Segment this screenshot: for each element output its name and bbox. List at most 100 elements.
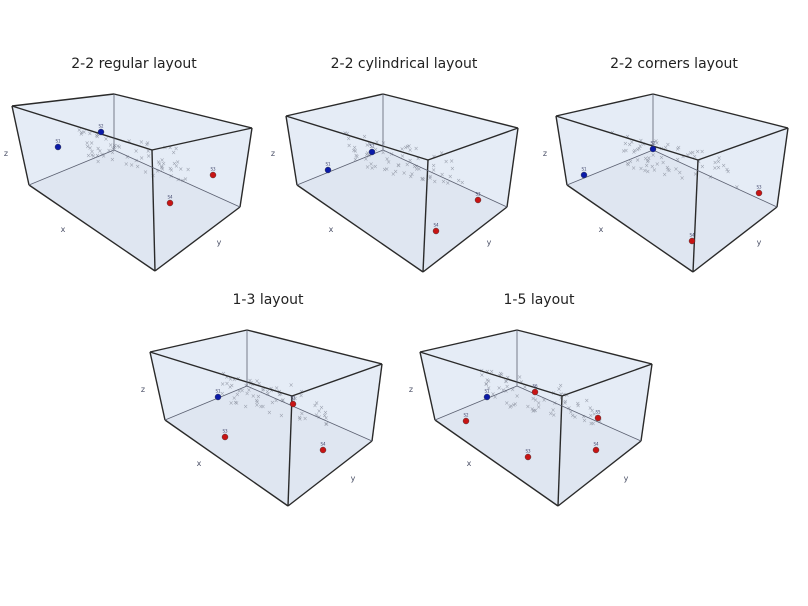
grid-x-mark: × [322,413,327,420]
data-point-s3 [474,196,482,204]
box-edge [382,149,508,208]
grid-x-mark: × [416,156,421,163]
grid-x-mark: × [95,131,100,138]
grid-x-mark: × [642,168,647,175]
grid-x-mark: × [409,171,414,178]
grid-x-mark: × [584,398,589,405]
grid-x-mark: × [373,164,378,171]
data-point-label: S1 [581,167,587,172]
grid-x-mark: × [270,400,275,407]
grid-x-mark: × [566,405,571,412]
grid-x-mark: × [134,157,139,164]
data-point-label: S4 [689,233,695,238]
grid-x-mark: × [278,391,283,398]
grid-x-mark: × [591,420,596,427]
grid-x-mark: × [297,416,302,423]
grid-x-mark: × [365,164,370,171]
grid-x-mark: × [229,400,234,407]
grid-x-mark: × [400,153,405,160]
grid-x-mark: × [536,404,541,411]
grid-x-mark: × [82,129,87,136]
grid-x-mark: × [700,149,705,156]
grid-x-mark: × [370,165,375,172]
grid-x-mark: × [323,410,328,417]
grid-x-mark: × [396,162,401,169]
data-point-s2 [368,148,376,156]
grid-x-mark: × [431,167,436,174]
grid-x-mark: × [176,177,181,184]
data-point-s1 [483,393,491,401]
box-edge [419,329,518,353]
box-edge [239,127,253,208]
grid-x-mark: × [570,412,575,419]
grid-x-mark: × [645,169,650,176]
grid-x-mark: × [448,174,453,181]
box-edge [566,149,654,186]
grid-x-mark: × [247,377,252,384]
grid-x-mark: × [127,138,132,145]
back-pane-left [286,94,383,185]
grid-x-mark: × [299,410,304,417]
grid-x-mark: × [515,393,520,400]
grid-x-mark: × [441,179,446,186]
chart-panel-5: 1-5 layout××××××××××××××××××××××××××××××… [409,292,653,507]
data-point-label: S2 [463,413,469,418]
grid-x-mark: × [255,399,260,406]
grid-x-mark: × [517,374,522,381]
grid-marks: ××××××××××××××××××××××××××××××××××××××××… [220,371,329,428]
grid-x-mark: × [693,171,698,178]
grid-x-mark: × [157,161,162,168]
data-point-s1 [580,171,588,179]
back-pane-left [556,94,653,185]
grid-x-mark: × [440,172,445,179]
grid-x-mark: × [627,142,632,149]
grid-x-mark: × [146,148,151,155]
grid-x-mark: × [281,397,286,404]
grid-x-mark: × [626,161,631,168]
grid-x-mark: × [508,403,513,410]
grid-x-mark: × [431,154,436,161]
floor-pane [165,386,372,506]
grid-x-mark: × [700,163,705,170]
data-point-s4 [319,446,327,454]
grid-x-mark: × [661,159,666,166]
x-axis-label: x [197,459,202,468]
grid-x-mark: × [676,145,681,152]
data-point-s4 [592,446,600,454]
grid-x-mark: × [623,147,628,154]
box-edge [285,115,298,186]
grid-x-mark: × [319,405,324,412]
grid-x-mark: × [551,407,556,414]
grid-x-mark: × [169,167,174,174]
grid-x-mark: × [79,131,84,138]
grid-x-mark: × [439,150,444,157]
grid-x-mark: × [576,403,581,410]
grid-x-mark: × [588,413,593,420]
box-edge [151,127,253,151]
box-edge [11,93,115,107]
grid-x-mark: × [621,148,626,155]
grid-x-mark: × [677,169,682,176]
grid-x-mark: × [156,159,161,166]
grid-x-mark: × [365,150,370,157]
back-pane-right [517,330,652,441]
grid-x-mark: × [174,163,179,170]
grid-x-mark: × [91,153,96,160]
grid-x-mark: × [665,167,670,174]
box-edge [422,159,429,273]
grid-x-mark: × [568,409,573,416]
data-point-s3 [755,189,763,197]
grid-x-mark: × [254,397,259,404]
data-point-label: S1 [484,389,490,394]
grid-x-mark: × [110,145,115,152]
grid-x-mark: × [351,148,356,155]
grid-x-mark: × [168,165,173,172]
grid-x-mark: × [251,393,256,400]
z-axis-label: z [141,385,145,394]
grid-x-mark: × [635,157,640,164]
grid-x-mark: × [412,163,417,170]
z-axis-label: z [409,385,413,394]
grid-x-mark: × [324,415,329,422]
data-point-label: S2 [650,141,656,146]
grid-x-mark: × [345,130,350,137]
